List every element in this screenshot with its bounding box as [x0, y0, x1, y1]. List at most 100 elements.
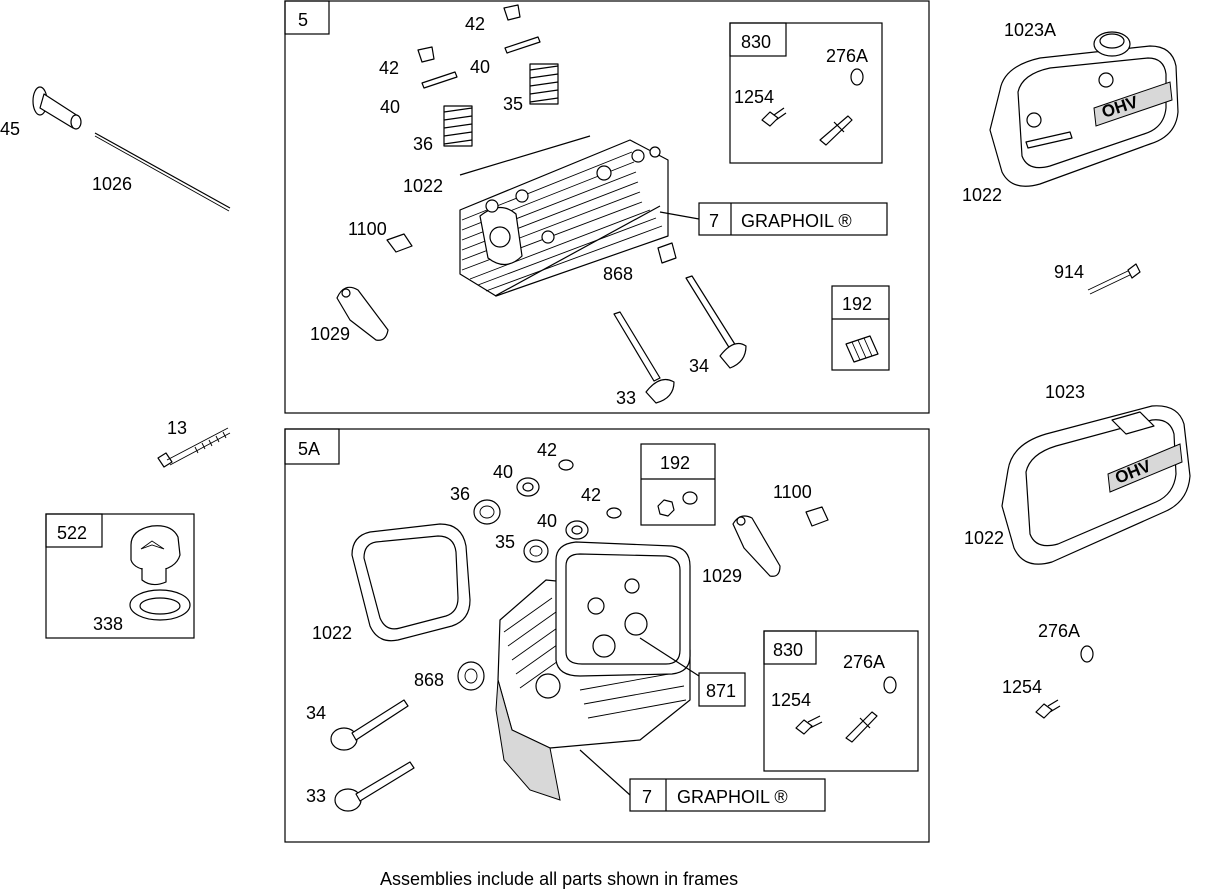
part-1026-pushrod-icon	[94, 132, 231, 212]
label-1022: 1022	[403, 176, 443, 196]
label-36: 36	[413, 134, 433, 154]
label-1254: 1254	[1002, 677, 1042, 697]
assembly-5a-id: 5A	[298, 439, 320, 459]
kit-522-id: 522	[57, 523, 87, 543]
label-276a: 276A	[843, 652, 885, 672]
label-42: 42	[379, 58, 399, 78]
kit-830-bottom-id-box	[763, 630, 817, 665]
kit-192-top-id: 192	[842, 294, 872, 314]
kit-192-bottom-id: 192	[660, 453, 690, 473]
part-868-valve-seal-icon	[657, 242, 677, 264]
part-1022-gasket-icon	[351, 523, 471, 642]
label-868: 868	[414, 670, 444, 690]
graphoil-top-box	[698, 202, 888, 236]
part-40-retainer-icon	[565, 520, 589, 540]
part-36-spring-icon	[443, 105, 473, 147]
label-40: 40	[380, 97, 400, 117]
label-1254: 1254	[771, 690, 811, 710]
kit-830-top-id: 830	[741, 32, 771, 52]
kit-830-bottom-id: 830	[773, 640, 803, 660]
graphoil-top-label: GRAPHOIL ®	[741, 211, 852, 231]
part-1029-rocker-arm-icon	[336, 286, 389, 341]
assembly-5-id-box	[284, 0, 330, 35]
part-192-nut-icon	[657, 491, 698, 517]
label-45: 45	[0, 119, 20, 139]
label-40: 40	[470, 57, 490, 77]
label-868: 868	[603, 264, 633, 284]
graphoil-bottom-num: 7	[642, 787, 652, 807]
part-914-bolt-icon	[1087, 263, 1141, 295]
assembly-5-frame	[284, 0, 930, 414]
kit-830-bottom-frame	[763, 630, 919, 772]
label-276a: 276A	[826, 46, 868, 66]
label-35: 35	[495, 532, 515, 552]
part-338-seal-icon	[129, 589, 191, 621]
part-rocker-stud-icon	[845, 711, 878, 743]
part-1023-valve-cover-icon: OHV	[1001, 405, 1191, 565]
label-1029: 1029	[310, 324, 350, 344]
label-40: 40	[537, 511, 557, 531]
part-871-box	[698, 672, 746, 707]
part-1029-rocker-arm-icon	[732, 515, 781, 577]
assembly-5-id: 5	[298, 10, 308, 30]
part-33-valve-icon	[334, 761, 415, 812]
part-868-valve-seal-icon	[457, 661, 485, 691]
part-40-retainer-icon	[504, 36, 541, 54]
part-35-spring-icon	[523, 539, 549, 563]
label-42: 42	[537, 440, 557, 460]
assembly-5a-id-box	[284, 428, 340, 465]
label-871: 871	[706, 681, 736, 701]
part-522-oil-fill-cap-icon	[130, 525, 181, 586]
kit-830-top-frame	[729, 22, 883, 164]
kit-192-top-frame	[831, 285, 890, 371]
part-42-keeper-icon	[606, 507, 622, 519]
label-42: 42	[581, 485, 601, 505]
label-1029: 1029	[702, 566, 742, 586]
label-1023a: 1023A	[1004, 20, 1056, 40]
part-276a-washer-icon	[1080, 645, 1094, 663]
label-33: 33	[306, 786, 326, 806]
kit-522-frame	[45, 513, 195, 639]
footer-note: Assemblies include all parts shown in fr…	[380, 869, 738, 889]
part-cylinder-head-icon	[459, 139, 669, 297]
label-33: 33	[616, 388, 636, 408]
part-42-keeper-icon	[503, 4, 521, 21]
part-cylinder-head-5a-icon	[495, 541, 691, 801]
part-42-keeper-icon	[558, 459, 574, 471]
graphoil-top-num: 7	[709, 211, 719, 231]
label-1022: 1022	[964, 528, 1004, 548]
label-1026: 1026	[92, 174, 132, 194]
part-1100-adjuster-icon	[805, 506, 829, 527]
part-1254-bolt-icon	[1035, 699, 1061, 719]
label-1100: 1100	[348, 219, 387, 239]
label-1022: 1022	[312, 623, 352, 643]
label-1100: 1100	[773, 482, 812, 502]
kit-192-bottom-frame	[640, 443, 716, 526]
part-1100-adjuster-icon	[386, 233, 413, 253]
part-rocker-stud-icon	[819, 115, 853, 146]
part-35-spring-icon	[529, 63, 559, 105]
label-1254: 1254	[734, 87, 774, 107]
label-13: 13	[167, 418, 187, 438]
label-36: 36	[450, 484, 470, 504]
graphoil-bottom-label: GRAPHOIL ®	[677, 787, 788, 807]
assembly-5a-frame	[284, 428, 930, 843]
graphoil-bottom-box	[629, 778, 826, 812]
label-276a: 276A	[1038, 621, 1080, 641]
label-42: 42	[465, 14, 485, 34]
label-34: 34	[689, 356, 709, 376]
part-45-dipstick-tube-icon	[32, 86, 82, 130]
label-1023: 1023	[1045, 382, 1085, 402]
part-192-spring-icon	[845, 335, 879, 363]
label-40: 40	[493, 462, 513, 482]
kit-522-id-box	[45, 513, 103, 548]
part-36-spring-icon	[473, 499, 501, 525]
label-338: 338	[93, 614, 123, 634]
part-34-valve-icon	[685, 275, 747, 369]
part-42-keeper-icon	[417, 46, 435, 63]
label-914: 914	[1054, 262, 1084, 282]
part-13-bolt-icon	[157, 427, 231, 468]
part-276a-washer-icon	[850, 68, 864, 86]
label-34: 34	[306, 703, 326, 723]
label-35: 35	[503, 94, 523, 114]
